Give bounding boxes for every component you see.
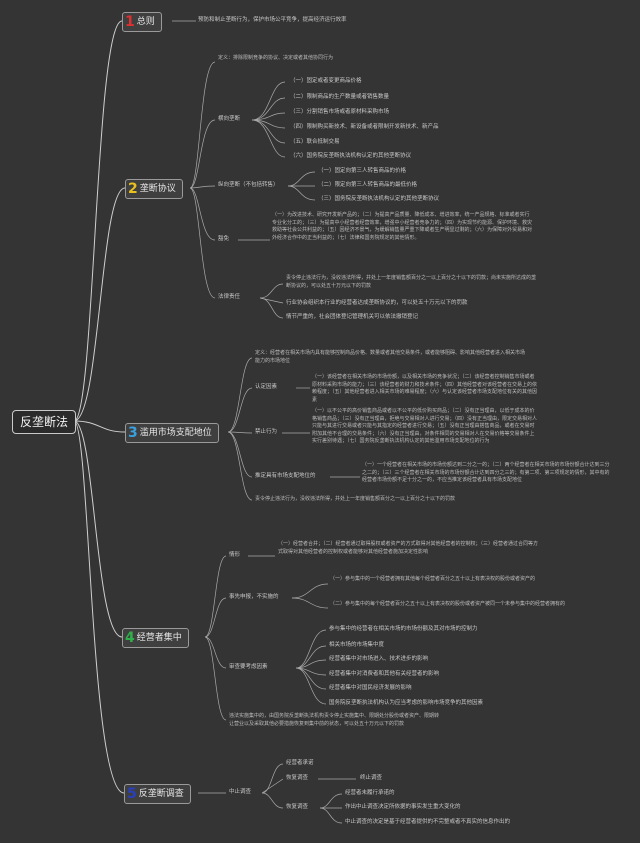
link-root-4 <box>73 420 123 638</box>
section-number: 5 <box>127 786 137 802</box>
section-label: 经营者集中 <box>136 633 182 643</box>
list-item: 相关市场的市场集中度 <box>329 642 385 648</box>
group-label: 责令停止违法行为，没收违法所得，并处上一年度销售额百分之一以上百分之十以下的罚款 <box>255 496 456 502</box>
list-item: （四）限制购买新技术、新设备或者限制开发新技术、新产品 <box>290 124 439 130</box>
group-paragraph: （一）该经营者在相关市场的市场份额，以及相关市场的竞争状况；（二）该经营者控制销… <box>312 374 538 403</box>
root-node[interactable]: 反垄断法 <box>12 410 76 434</box>
group-paragraph: （一）为改进技术、研究开发新产品的；（二）为提高产品质量、降低成本、增进效率，统… <box>272 212 533 241</box>
list-item: 参与集中的经营者在相关市场的市场份额及其对市场的控制力 <box>329 626 478 632</box>
list-item: 责令停止违法行为，没收违法所得，并处上一年度销售额百分之一以上百分之十以下的罚款… <box>286 275 537 289</box>
group-label[interactable]: 推定具有市场支配地位的 <box>255 473 316 479</box>
list-item: （一）固定向第三人转售商品的价格 <box>318 168 407 174</box>
section-number: 3 <box>128 425 138 441</box>
group-paragraph: （一）以不公平的高价销售商品或者以不公平的低价购买商品；（二）没有正当理由，以低… <box>312 408 538 444</box>
group-label[interactable]: 中止调查 <box>229 789 252 795</box>
group-paragraph: （一）一个经营者在相关市场的市场份额达到二分之一的；（二）两个经营者在相关市场的… <box>362 462 610 483</box>
group-label[interactable]: 豁免 <box>218 236 230 242</box>
group-label[interactable]: 认定因素 <box>255 384 278 390</box>
section-label: 总则 <box>136 17 155 27</box>
group-label[interactable]: 事先申报，不实施的 <box>229 594 279 600</box>
group-label[interactable]: 横向垄断 <box>218 116 241 122</box>
section-intro: 定义：经营者在相关市场内具有能够控制商品价格、数量或者其他交易条件，或者能够阻碍… <box>255 350 526 364</box>
list-item: 经营者集中对国民经济发展的影响 <box>329 685 412 691</box>
list-item: （六）国务院反垄断执法机构认定的其他垄断协议 <box>290 153 412 159</box>
list-item: 行业协会组织本行业的经营者达成垄断协议的，可以处五十万元以下的罚款 <box>286 300 468 306</box>
section-label: 反垄断调查 <box>138 789 184 799</box>
list-item: 经营者未履行承诺的 <box>345 790 395 796</box>
list-item: （一）固定或者变更商品价格 <box>290 78 362 84</box>
section-number: 4 <box>125 630 135 646</box>
list-item: 情节严重的，社会团体登记管理机关可以依法撤销登记 <box>286 314 419 320</box>
list-item: 作出中止调查决定所依据的事实发生重大变化的 <box>345 804 461 810</box>
list-item: （五）联合抵制交易 <box>290 139 340 145</box>
group-label[interactable]: 纵向垄断（不包括转售） <box>218 182 279 188</box>
link-root-3 <box>73 420 126 433</box>
link-root-1 <box>73 20 123 422</box>
list-item: 经营者承诺 <box>286 760 314 766</box>
link-root-2 <box>73 187 126 422</box>
list-item: （三）国务院反垄断执法机构认定的其他垄断协议 <box>318 196 440 202</box>
leaf-text: 预防和制止垄断行为，保护市场公平竞争，提高经济运行效率 <box>198 17 347 23</box>
section-intro: 定义：排除限制竞争的协议、决定或者其他协同行为 <box>218 55 334 61</box>
group-label[interactable]: 禁止行为 <box>255 429 278 435</box>
list-item: （二）参与集中的每个经营者百分之五十以上有表决权的股份或者资产被同一个未参与集中… <box>330 601 566 607</box>
group-label[interactable]: 法律责任 <box>218 294 241 300</box>
section-number: 1 <box>125 14 135 30</box>
group-label: 违法实施集中的，由国务院反垄断执法机构责令停止实施集中、限期处分股份或者资产、限… <box>229 713 440 727</box>
list-item: 中止调查的决定是基于经营者提供的不完整或者不真实的信息作出的 <box>345 819 511 825</box>
section-label: 垄断协议 <box>139 184 176 194</box>
link-root-5 <box>73 420 125 794</box>
list-item: 经营者集中对消费者和其他有关经营者的影响 <box>329 671 440 677</box>
list-item: 恢复调查 <box>286 775 309 781</box>
list-item: 恢复调查 <box>286 804 309 810</box>
list-item: （二）限制商品的生产数量或者销售数量 <box>290 94 390 100</box>
list-item: 经营者集中对市场进入、技术进步的影响 <box>329 656 429 662</box>
list-item: （二）限定向第三人转售商品的最低价格 <box>318 182 418 188</box>
list-item: （三）分割销售市场或者原材料采购市场 <box>290 109 390 115</box>
list-item: （一）参与集中的一个经营者拥有其他每个经营者百分之五十以上有表决权的股份或者资产… <box>330 576 536 582</box>
group-label[interactable]: 情形 <box>229 552 241 558</box>
list-item: 终止调查 <box>360 775 383 781</box>
list-item: 国务院反垄断执法机构认为应当考虑的影响市场竞争的其他因素 <box>329 700 484 706</box>
group-paragraph: （一）经营者合并；（二）经营者通过取得股权或者资产的方式取得对其他经营者的控制权… <box>278 541 539 555</box>
section-label: 滥用市场支配地位 <box>139 428 212 438</box>
section-number: 2 <box>128 181 138 197</box>
group-label[interactable]: 审查要考虑因素 <box>229 664 268 670</box>
